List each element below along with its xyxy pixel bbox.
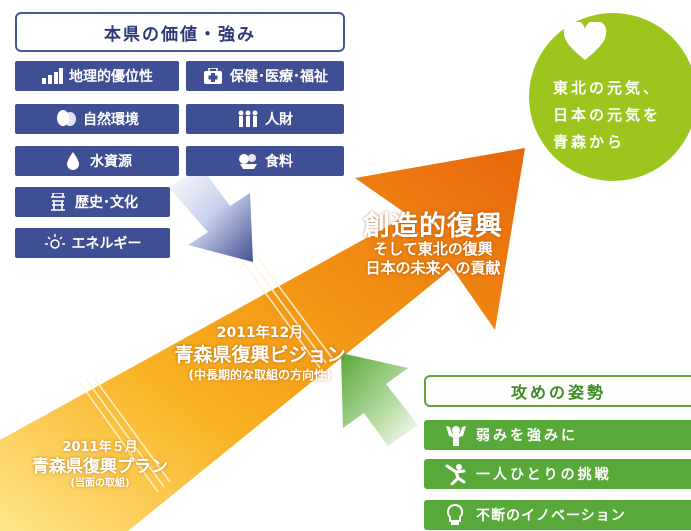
strength-label: 歴史･文化 <box>75 195 138 211</box>
slogan-line: 日本の元気を <box>553 106 662 124</box>
attack-item-weakness: 弱みを強みに <box>424 420 691 450</box>
attack-label: 弱みを強みに <box>476 428 578 444</box>
strength-item-geography: 地理的優位性 <box>15 61 179 91</box>
bar-chart-icon <box>41 67 63 85</box>
medical-cross-icon <box>202 67 224 85</box>
attack-label: 不断のイノベーション <box>476 508 626 524</box>
strength-item-energy: エネルギー <box>15 228 170 258</box>
vision-name: 青森県復興ビジョン <box>174 344 346 366</box>
strength-label: 保健･医療･福祉 <box>230 69 328 85</box>
water-drop-icon <box>62 152 84 170</box>
tree-icon <box>55 110 77 128</box>
strength-item-water: 水資源 <box>15 146 179 176</box>
attack-item-innovation: 不断のイノベーション <box>424 500 691 530</box>
stage-separator <box>79 249 333 493</box>
slogan-line: 東北の元気、 <box>553 79 662 97</box>
energy-icon <box>44 234 66 252</box>
attack-item-challenge: 一人ひとりの挑戦 <box>424 459 691 489</box>
vision-note: (中長期的な取組の方向性) <box>188 368 332 382</box>
strength-label: 人財 <box>265 112 293 128</box>
recovery-title: 創造的復興 <box>363 211 503 242</box>
recovery-arrow <box>0 148 525 531</box>
food-icon <box>237 152 259 170</box>
vision-date: 2011年12月 <box>216 325 304 341</box>
strength-label: 地理的優位性 <box>69 69 153 85</box>
strength-item-food: 食料 <box>186 146 344 176</box>
recovery-subtitle-line: 日本の未来への貢献 <box>365 259 501 277</box>
slogan-line: 青森から <box>553 133 626 151</box>
strength-label: 自然環境 <box>83 112 139 128</box>
strength-label: エネルギー <box>71 236 142 252</box>
heart-icon <box>563 22 607 60</box>
strength-arrow <box>168 168 253 262</box>
slogan-circle <box>529 13 691 181</box>
people-icon <box>237 110 259 128</box>
history-icon <box>47 193 69 211</box>
plan-note: (当面の取組) <box>70 478 130 489</box>
jumping-person-icon <box>444 463 466 485</box>
strength-label: 水資源 <box>90 154 132 170</box>
recovery-subtitle-line: そして東北の復興 <box>373 240 493 258</box>
strength-item-nature: 自然環境 <box>15 104 179 134</box>
slogan-text: 東北の元気、 日本の元気を 青森から <box>553 75 691 156</box>
plan-name: 青森県復興プラン <box>32 457 168 477</box>
strength-item-people: 人財 <box>186 104 344 134</box>
attack-header: 攻めの姿勢 <box>424 375 691 407</box>
strengths-header: 本県の価値・強み <box>15 12 345 52</box>
recovery-subtitle: そして東北の復興 日本の未来への貢献 <box>308 240 558 278</box>
strength-item-health: 保健･医療･福祉 <box>186 61 344 91</box>
strength-label: 食料 <box>265 154 293 170</box>
attack-arrow <box>341 353 418 446</box>
attack-label: 一人ひとりの挑戦 <box>476 467 612 483</box>
strong-arm-icon <box>444 424 466 446</box>
light-bulb-icon <box>444 504 466 526</box>
strength-item-history: 歴史･文化 <box>15 187 170 217</box>
plan-date: 2011年５月 <box>62 440 138 455</box>
